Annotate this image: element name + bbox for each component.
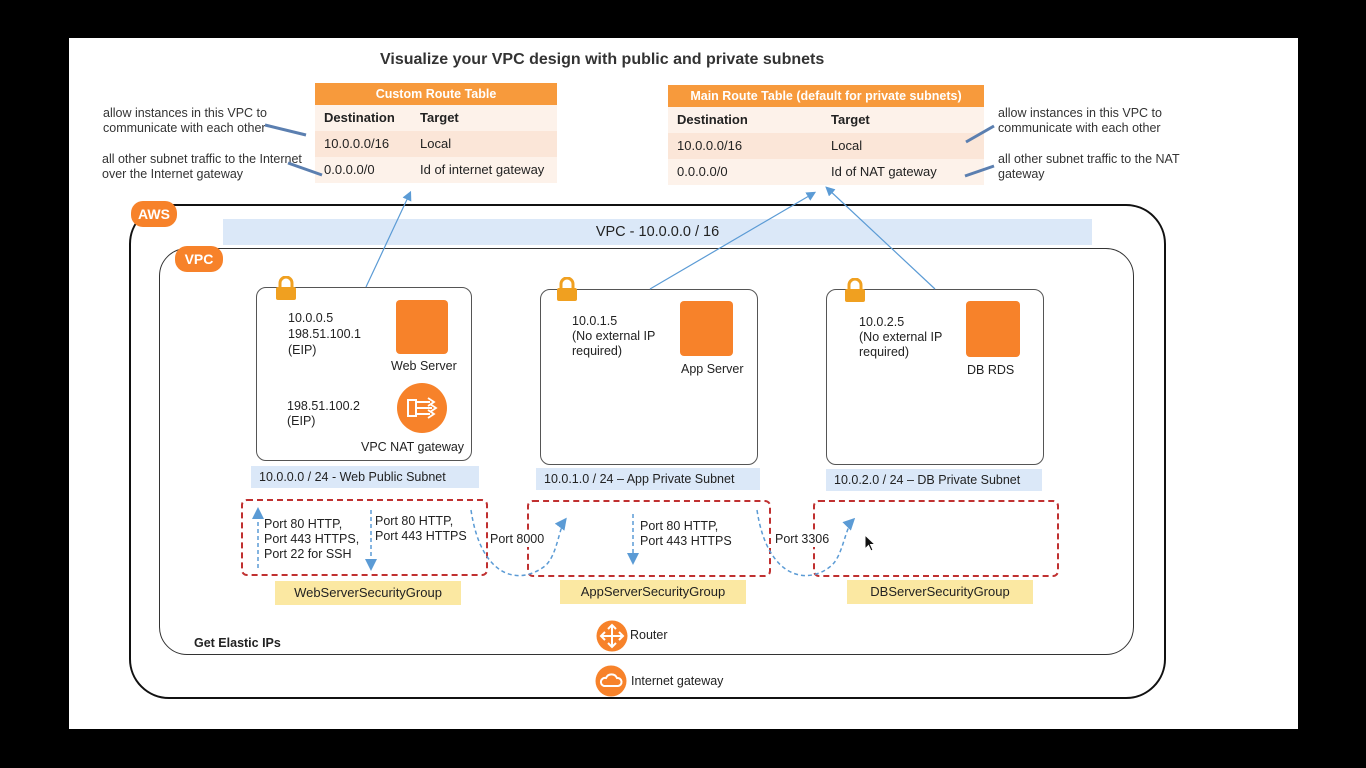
main-route-table: Main Route Table (default for private su… bbox=[668, 85, 984, 185]
app-sg-rule: Port 80 HTTP, bbox=[640, 519, 719, 533]
cell-destination: 0.0.0.0/0 bbox=[324, 162, 375, 177]
web-server-eip-note: (EIP) bbox=[288, 343, 317, 357]
table-row: 0.0.0.0/0 Id of NAT gateway bbox=[668, 159, 984, 185]
app-subnet-label: 10.0.1.0 / 24 – App Private Subnet bbox=[536, 468, 760, 490]
custom-route-table-title: Custom Route Table bbox=[315, 83, 557, 105]
lock-icon bbox=[276, 276, 296, 300]
web-server-label: Web Server bbox=[391, 359, 457, 373]
cell-destination: 10.0.0.0/16 bbox=[677, 138, 743, 153]
app-server-ip: 10.0.1.5 bbox=[572, 314, 618, 328]
lock-icon bbox=[845, 278, 865, 302]
custom-route-table-header: Destination Target bbox=[315, 105, 557, 131]
app-server-icon bbox=[680, 301, 733, 356]
app-route-arrow bbox=[649, 191, 817, 290]
main-route-table-title: Main Route Table (default for private su… bbox=[668, 85, 984, 107]
note-right-local: allow instances in this VPC to communica… bbox=[998, 106, 1162, 135]
aws-cloud-icon: AWS bbox=[131, 201, 177, 227]
port-8000-arrow bbox=[470, 509, 567, 577]
port-3306-arrow bbox=[756, 509, 856, 577]
db-note2: required) bbox=[859, 345, 910, 359]
vpc-container bbox=[159, 248, 1134, 655]
web-sg-out-rule: Port 80 HTTP, bbox=[375, 514, 454, 528]
nat-gateway-icon bbox=[397, 383, 447, 433]
note-left-internet: all other subnet traffic to the Internet… bbox=[102, 152, 302, 181]
cell-destination: 10.0.0.0/16 bbox=[324, 136, 390, 151]
router-icon bbox=[596, 620, 628, 652]
mouse-cursor-icon bbox=[864, 534, 877, 552]
table-row: 0.0.0.0/0 Id of internet gateway bbox=[315, 157, 557, 183]
web-server-icon bbox=[396, 300, 448, 354]
note-left-local: allow instances in this VPC to communica… bbox=[103, 106, 267, 135]
lock-icon bbox=[557, 277, 577, 301]
header-destination: Destination bbox=[324, 110, 395, 125]
web-server-eip: 198.51.100.1 bbox=[288, 327, 361, 341]
web-sg-name: WebServerSecurityGroup bbox=[275, 581, 461, 605]
nat-gateway-label: VPC NAT gateway bbox=[361, 440, 465, 454]
web-sg-out-rule: Port 443 HTTPS bbox=[375, 529, 467, 543]
web-sg-rule: Port 22 for SSH bbox=[264, 547, 352, 561]
db-sg-name: DBServerSecurityGroup bbox=[847, 580, 1033, 604]
web-route-arrow bbox=[365, 190, 412, 288]
aws-cloud-container bbox=[129, 204, 1166, 699]
vpc-icon: VPC bbox=[175, 246, 223, 272]
header-target: Target bbox=[420, 110, 459, 125]
cell-target: Local bbox=[420, 136, 452, 151]
app-server-note2: required) bbox=[572, 344, 623, 358]
web-server-ip: 10.0.0.5 bbox=[288, 311, 334, 325]
db-ip: 10.0.2.5 bbox=[859, 315, 905, 329]
web-security-group bbox=[241, 499, 488, 576]
port-8000-label: Port 8000 bbox=[490, 532, 545, 547]
db-rds-icon bbox=[966, 301, 1020, 357]
db-rds-label: DB RDS bbox=[967, 363, 1015, 377]
nat-gateway-eip: 198.51.100.2 bbox=[287, 399, 360, 413]
web-sg-rule: Port 443 HTTPS, bbox=[264, 532, 360, 546]
note-pointer bbox=[264, 123, 307, 137]
port-3306-label: Port 3306 bbox=[775, 532, 830, 547]
slide-canvas: Visualize your VPC design with public an… bbox=[69, 38, 1298, 729]
note-pointer bbox=[964, 164, 995, 178]
table-row: 10.0.0.0/16 Local bbox=[315, 131, 557, 157]
app-sg-rule: Port 443 HTTPS bbox=[640, 534, 732, 548]
cell-target: Id of NAT gateway bbox=[831, 164, 937, 179]
header-target: Target bbox=[831, 112, 870, 127]
router-label: Router bbox=[630, 628, 668, 642]
get-elastic-ips-label: Get Elastic IPs bbox=[194, 636, 281, 650]
vpc-banner: VPC - 10.0.0.0 / 16 bbox=[223, 219, 1092, 245]
db-subnet-label: 10.0.2.0 / 24 – DB Private Subnet bbox=[826, 469, 1042, 491]
cell-destination: 0.0.0.0/0 bbox=[677, 164, 728, 179]
db-note: (No external IP bbox=[859, 330, 943, 344]
web-subnet-label: 10.0.0.0 / 24 - Web Public Subnet bbox=[251, 466, 479, 488]
cell-target: Id of internet gateway bbox=[420, 162, 545, 177]
cell-target: Local bbox=[831, 138, 863, 153]
app-server-label: App Server bbox=[681, 362, 744, 376]
internet-gateway-label: Internet gateway bbox=[631, 674, 724, 688]
note-right-nat: all other subnet traffic to the NAT gate… bbox=[998, 152, 1180, 181]
table-row: 10.0.0.0/16 Local bbox=[668, 133, 984, 159]
note-pointer bbox=[965, 124, 995, 144]
internet-gateway-icon bbox=[595, 665, 627, 697]
custom-route-table: Custom Route Table Destination Target 10… bbox=[315, 83, 557, 183]
note-pointer bbox=[287, 161, 323, 177]
app-sg-name: AppServerSecurityGroup bbox=[560, 580, 746, 604]
page-title: Visualize your VPC design with public an… bbox=[380, 51, 825, 68]
header-destination: Destination bbox=[677, 112, 748, 127]
app-server-note: (No external IP bbox=[572, 329, 656, 343]
db-route-arrow bbox=[825, 186, 936, 290]
nat-gateway-eip-note: (EIP) bbox=[287, 414, 316, 428]
connector-lines bbox=[252, 123, 995, 577]
web-sg-rule: Port 80 HTTP, bbox=[264, 517, 343, 531]
main-route-table-header: Destination Target bbox=[668, 107, 984, 133]
